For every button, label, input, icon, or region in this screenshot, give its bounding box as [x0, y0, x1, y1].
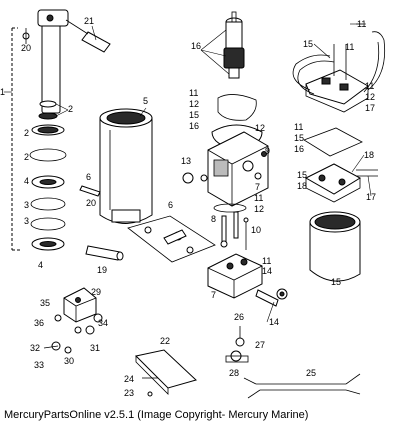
callout-23: 23: [124, 388, 134, 398]
callout-19: 19: [97, 265, 107, 275]
callout-11: 11: [345, 42, 354, 52]
callout-16: 17: [365, 103, 375, 113]
valve-plate-6: [79, 185, 216, 263]
callout-18: 18: [297, 181, 307, 191]
callout-15: 15: [294, 133, 304, 143]
callout-16: 16: [191, 41, 201, 51]
bracket-22: [134, 349, 197, 397]
callout-14: 14: [262, 266, 272, 276]
callout-11: 11: [254, 193, 263, 203]
callout-7: 7: [211, 290, 216, 300]
callout-31: 31: [90, 343, 100, 353]
bolt-10: [243, 217, 249, 250]
callout-2: 2: [24, 152, 29, 162]
callout-15: 15: [297, 170, 307, 180]
callout-10: 10: [251, 225, 261, 235]
callout-12: 12: [255, 123, 265, 133]
callout-28: 28: [229, 368, 239, 378]
callout-4: 4: [24, 176, 29, 186]
callout-12: 12: [189, 99, 199, 109]
callout-29: 29: [91, 287, 101, 297]
callout-12: 12: [365, 92, 375, 102]
callout-9: 9: [265, 146, 270, 156]
motor-housing: [309, 211, 361, 282]
callout-35: 35: [40, 298, 50, 308]
motor-cover: [292, 31, 386, 113]
callout-12: 12: [254, 204, 264, 214]
fittings-14: [255, 288, 288, 307]
motor-armature: [223, 11, 245, 79]
callout-8: 8: [211, 214, 216, 224]
callout-36: 36: [34, 318, 44, 328]
callout-15: 15: [189, 110, 199, 120]
clamp-parts: [225, 326, 249, 363]
callout-18: 18: [364, 150, 374, 160]
manifold-block: [207, 211, 263, 299]
callout-3: 3: [24, 216, 29, 226]
callout-17: 17: [366, 192, 376, 202]
callout-1: 1: [0, 87, 5, 97]
callout-24: 24: [124, 374, 134, 384]
rod-19: [85, 245, 124, 261]
callout-14: 14: [269, 317, 279, 327]
callout-6: 6: [168, 200, 173, 210]
callout-30: 30: [64, 356, 74, 366]
callout-5: 5: [143, 96, 148, 106]
wire-harness-25: [243, 373, 361, 399]
manual-release-rod-assembly: [4, 9, 111, 251]
callout-13: 13: [181, 156, 191, 166]
callout-2: 2: [68, 104, 73, 114]
callout-3: 3: [24, 200, 29, 210]
valve-assembly-29: [43, 287, 103, 354]
callout-4: 4: [38, 260, 43, 270]
gasket-right: [303, 127, 363, 157]
callout-32: 32: [30, 343, 40, 353]
callout-22: 22: [160, 336, 170, 346]
gasket-7: [213, 203, 247, 213]
callout-27: 27: [255, 340, 265, 350]
callout-20: 20: [86, 198, 96, 208]
callout-11: 11: [262, 256, 271, 266]
callout-34: 34: [98, 318, 108, 328]
callout-15: 15: [331, 277, 341, 287]
callout-16: 16: [294, 144, 304, 154]
callout-15: 15: [303, 39, 313, 49]
trim-cylinder: [99, 108, 153, 224]
callout-25: 25: [306, 368, 316, 378]
callout-11: 11: [189, 88, 198, 98]
brush-plate: [304, 163, 378, 203]
callout-26: 26: [234, 312, 244, 322]
callout-11: 11: [365, 81, 374, 91]
callout-7: 7: [255, 182, 260, 192]
callout-labels: 21 20 1 2 2 2 4 3 3 4 5 6 6 20 19 16 11 …: [0, 16, 376, 398]
callout-16: 16: [189, 121, 199, 131]
leader-lines: [55, 23, 372, 323]
callout-2: 2: [24, 128, 29, 138]
callout-33: 33: [34, 360, 44, 370]
pump-body: [182, 131, 269, 207]
callout-20: 20: [21, 43, 31, 53]
copyright-caption: MercuryPartsOnline v2.5.1 (Image Copyrig…: [4, 409, 309, 421]
callout-6: 6: [86, 172, 91, 182]
callout-21: 21: [84, 16, 94, 26]
callout-11: 11: [294, 122, 303, 132]
